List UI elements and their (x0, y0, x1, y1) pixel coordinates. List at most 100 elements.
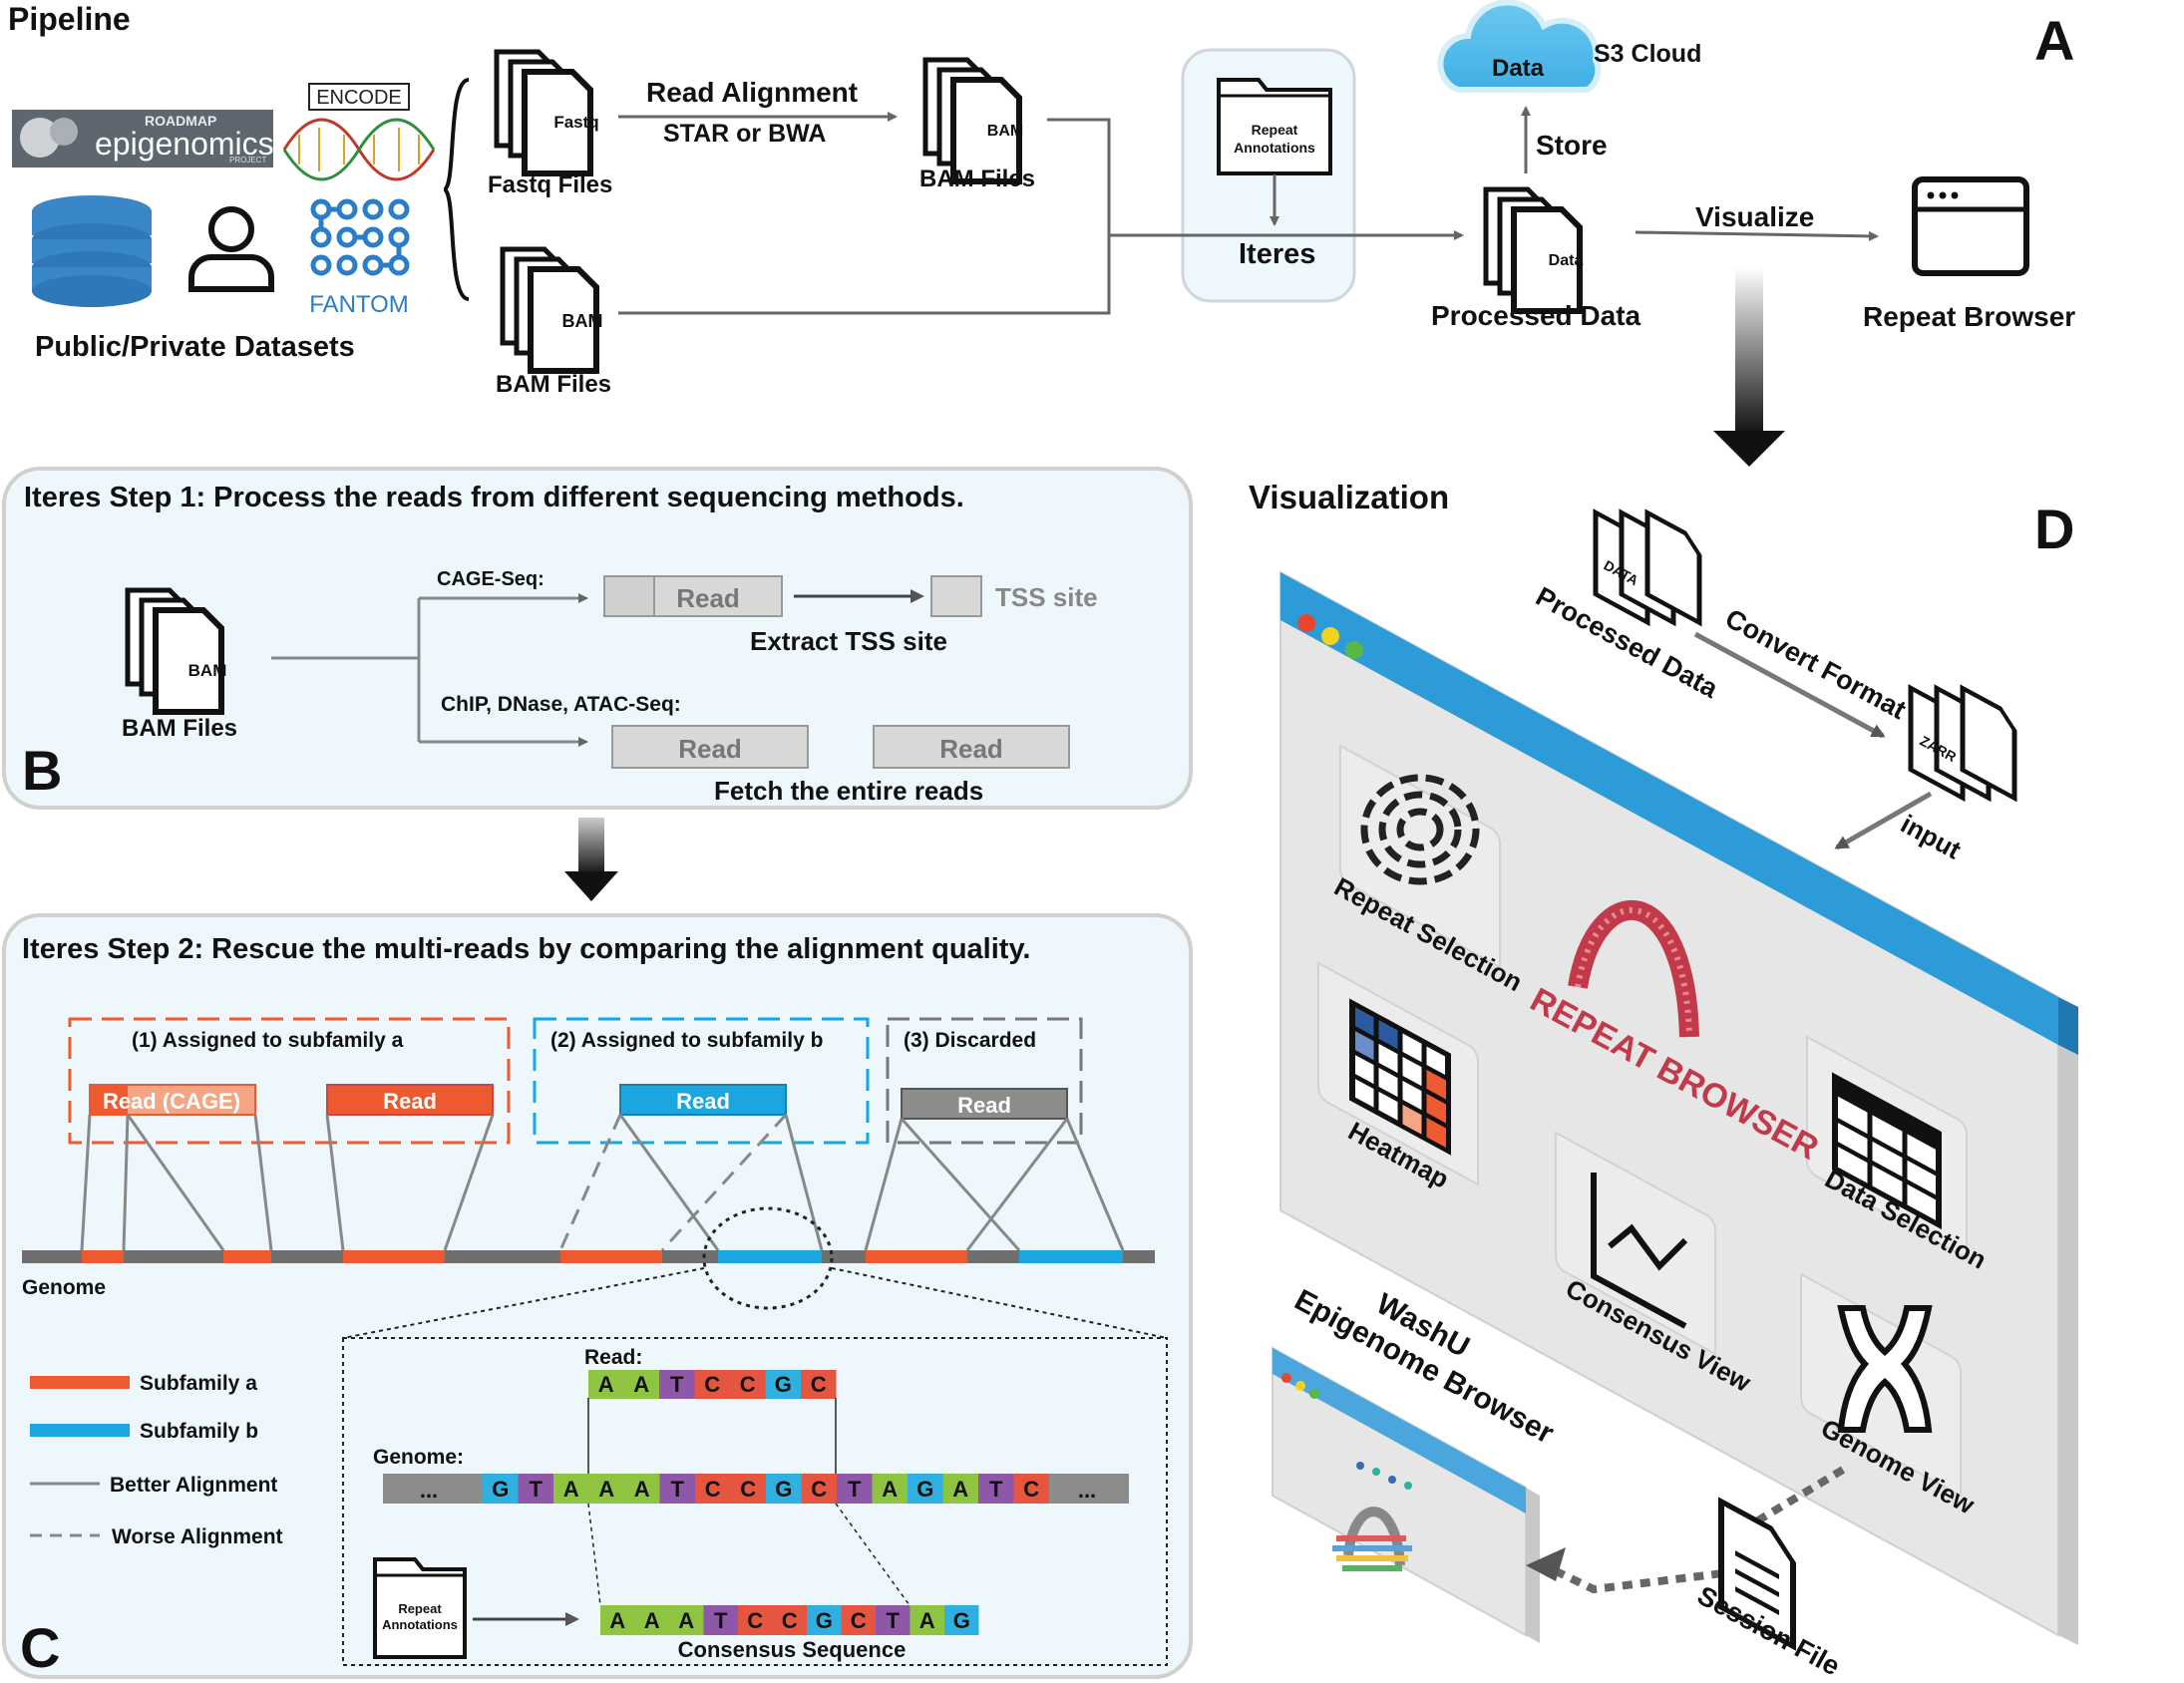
panel-a: Pipeline A ROADMAP epigenomics PROJECT E… (8, 0, 2075, 467)
legend: Subfamily a Subfamily b Better Alignment… (30, 1372, 283, 1548)
genome-seq-label: Genome: (373, 1446, 464, 1469)
nucleotide-letter: T (887, 1608, 901, 1633)
nucleotide-letter: A (882, 1477, 898, 1502)
discarded-box (886, 1017, 1083, 1145)
data-doc-label: Data (1549, 252, 1584, 269)
nucleotide-letter: T (671, 1477, 685, 1502)
legend-label-a: Subfamily a (140, 1372, 257, 1395)
cage-label: CAGE-Seq: (437, 568, 545, 590)
washu-window (1272, 1346, 1540, 1643)
nucleotide-letter: G (916, 1477, 933, 1502)
chip-read-box-2 (873, 725, 1070, 769)
down-gradient-arrow (1713, 267, 1785, 467)
processed-data-docs (1593, 508, 1702, 627)
visualize-label: Visualize (1695, 201, 1814, 232)
nucleotide-cell (694, 1370, 730, 1399)
panel-a-header: Pipeline (8, 1, 131, 37)
nucleotide-cell (695, 1474, 731, 1504)
bam-doc-label-top: BAM (987, 123, 1023, 140)
nucleotide-letter: A (952, 1477, 968, 1502)
data-selection-icon (1832, 1072, 1942, 1230)
chip-read-label-1: Read (678, 734, 742, 764)
connector-bam-bottom (618, 235, 1111, 315)
panel-a-letter: A (2034, 9, 2074, 72)
connector-bam-top (1047, 118, 1111, 235)
nucleotide-cell (730, 1474, 766, 1504)
input-arrow (1834, 791, 1933, 850)
tss-box (930, 575, 982, 617)
chip-read-box-1 (611, 725, 809, 769)
assigned-b-label: (2) Assigned to subfamily b (550, 1029, 823, 1052)
assigned-b-box (533, 1017, 870, 1145)
read-a-label: Read (383, 1089, 437, 1114)
nucleotide-letter: T (989, 1477, 1003, 1502)
panel-c: Iteres Step 2: Rescue the multi-reads by… (2, 913, 1193, 1679)
database-icon (32, 195, 152, 307)
nucleotide-letter: A (563, 1477, 579, 1502)
curly-brace (442, 78, 470, 301)
consensus-label: Consensus Sequence (678, 1637, 907, 1662)
assigned-a-box (68, 1017, 511, 1145)
panel-d-letter: D (2034, 498, 2074, 560)
seq-alignment-lines (587, 1398, 837, 1474)
processed-data-label: Processed Data (1431, 300, 1641, 331)
nucleotide-letter: A (598, 1372, 614, 1397)
iteres-label: Iteres (1239, 238, 1315, 270)
session-arrowhead (1526, 1547, 1566, 1581)
nucleotide-cell (669, 1605, 704, 1635)
zarr-docs (1908, 684, 2017, 803)
zoom-ellipse (702, 1206, 834, 1310)
nucleotide-letter: C (811, 1372, 827, 1397)
panel-b-letter: B (22, 739, 62, 802)
chip-read-label-2: Read (939, 734, 1003, 764)
repeat-annotations-folder-icon (1217, 78, 1332, 175)
nucleotide-letter: A (678, 1608, 694, 1633)
genome-ellipsis-left: ... (420, 1478, 438, 1503)
assigned-a-label: (1) Assigned to subfamily a (132, 1029, 404, 1052)
nucleotide-cell (588, 1474, 624, 1504)
nucleotide-letter: C (782, 1608, 798, 1633)
read-discarded (901, 1088, 1068, 1120)
nucleotide-cell (841, 1605, 876, 1635)
legend-label-worse: Worse Alignment (112, 1525, 283, 1548)
processed-data-stack (1486, 189, 1580, 311)
consensus-folder-icon (373, 1557, 467, 1659)
roadmap-small-text: ROADMAP (145, 113, 216, 129)
nucleotide-cell (944, 1605, 979, 1635)
nucleotide-letter: A (634, 1477, 650, 1502)
repeat-browser-label: Repeat Browser (1863, 301, 2075, 332)
bam-doc-label-bottom: BAM (562, 311, 603, 331)
nucleotide-letter: C (740, 1372, 756, 1397)
fantom-logo: FANTOM (309, 198, 410, 318)
nucleotide-cell (766, 1474, 802, 1504)
nucleotide-cell (483, 1474, 519, 1504)
fetch-label: Fetch the entire reads (714, 776, 983, 806)
star-bwa-label: STAR or BWA (663, 120, 826, 148)
nucleotide-letter: C (811, 1477, 827, 1502)
nucleotide-cell (518, 1474, 553, 1504)
nucleotide-cell (801, 1474, 837, 1504)
consensus-view-icon (1591, 1173, 1688, 1329)
nucleotide-cell (730, 1370, 766, 1399)
datasets-caption: Public/Private Datasets (35, 331, 355, 363)
cloud-icon (1437, 0, 1602, 93)
s3-cloud-label: S3 Cloud (1594, 40, 1701, 68)
nucleotide-letter: G (775, 1372, 792, 1397)
genome-ellipsis-right: ... (1078, 1478, 1096, 1503)
panel-b-box (2, 467, 1193, 810)
read-seq-label: Read: (584, 1346, 642, 1369)
genome-label: Genome (22, 1276, 106, 1299)
nucleotide-cell (942, 1474, 978, 1504)
nucleotide-cell (872, 1474, 908, 1504)
read-cage-label: Read (CAGE) (103, 1089, 240, 1114)
genome-subfamily-segments (82, 1250, 1123, 1263)
nucleotide-letter: A (633, 1372, 649, 1397)
cage-read-start (603, 575, 655, 617)
nucleotide-letter: A (598, 1477, 614, 1502)
read-b-label: Read (676, 1089, 730, 1114)
